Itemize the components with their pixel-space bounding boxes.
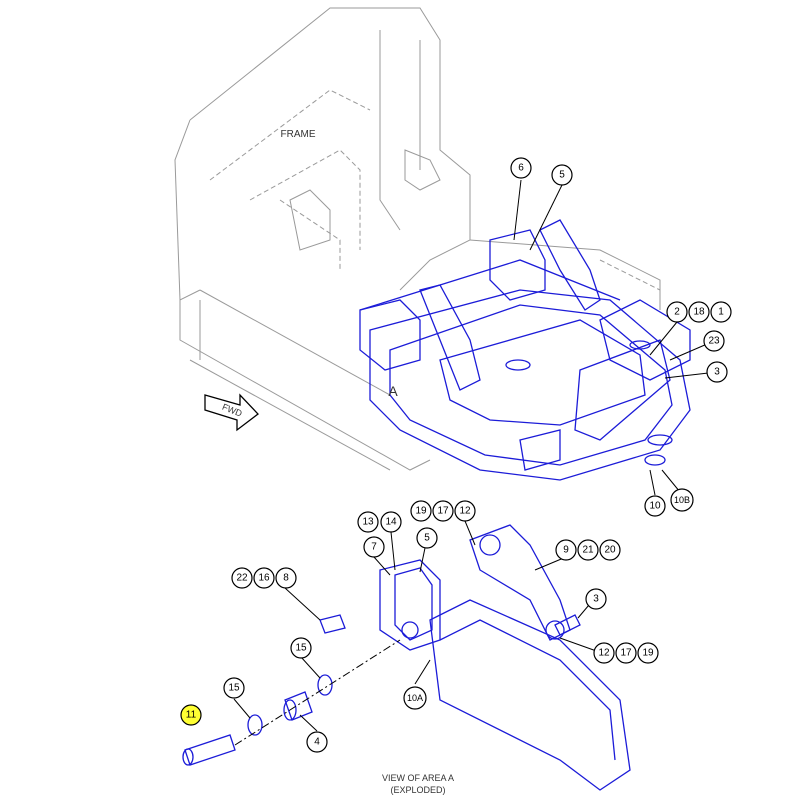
svg-text:19: 19	[642, 648, 654, 659]
svg-text:15: 15	[295, 643, 307, 654]
svg-text:5: 5	[559, 170, 565, 181]
svg-text:2: 2	[674, 307, 680, 318]
svg-text:18: 18	[693, 307, 705, 318]
fwd-arrow: FWD	[204, 393, 259, 432]
svg-text:17: 17	[620, 648, 632, 659]
svg-text:15: 15	[228, 683, 240, 694]
callout-16[interactable]: 16	[253, 567, 275, 589]
svg-text:10B: 10B	[674, 495, 690, 505]
svg-text:19: 19	[415, 506, 427, 517]
svg-text:5: 5	[424, 533, 430, 544]
callout-13[interactable]: 13	[357, 511, 379, 533]
callout-3-view[interactable]: 3	[585, 588, 607, 610]
svg-text:7: 7	[371, 542, 377, 553]
svg-text:6: 6	[518, 163, 524, 174]
svg-text:22: 22	[236, 573, 248, 584]
svg-text:12: 12	[598, 648, 610, 659]
callout-5-top[interactable]: 5	[551, 164, 573, 186]
svg-text:14: 14	[385, 517, 397, 528]
callout-3-top[interactable]: 3	[706, 361, 728, 383]
callout-12-b[interactable]: 12	[593, 642, 615, 664]
callout-10b-top[interactable]: 10B	[670, 488, 694, 512]
svg-text:16: 16	[258, 573, 270, 584]
callout-15-a[interactable]: 15	[290, 637, 312, 659]
upper-assembly	[359, 219, 691, 481]
callout-9[interactable]: 9	[555, 539, 577, 561]
callout-19-b[interactable]: 19	[637, 642, 659, 664]
svg-text:23: 23	[708, 336, 720, 347]
callout-7[interactable]: 7	[363, 536, 385, 558]
svg-text:1: 1	[718, 307, 724, 318]
svg-text:3: 3	[593, 594, 599, 605]
callout-8[interactable]: 8	[275, 567, 297, 589]
svg-text:10A: 10A	[407, 693, 423, 703]
callout-10-top[interactable]: 10	[644, 495, 666, 517]
svg-text:4: 4	[314, 737, 320, 748]
callout-17-a[interactable]: 17	[432, 500, 454, 522]
callout-21[interactable]: 21	[577, 539, 599, 561]
exploded-view	[182, 524, 631, 791]
callout-11[interactable]: 11	[180, 704, 202, 726]
view-title-line2: (EXPLODED)	[390, 785, 445, 795]
callout-6-top[interactable]: 6	[510, 157, 532, 179]
svg-text:12: 12	[459, 506, 471, 517]
callout-20[interactable]: 20	[599, 539, 621, 561]
callout-18-top[interactable]: 18	[688, 301, 710, 323]
frame-label: FRAME	[281, 129, 316, 140]
callout-4[interactable]: 4	[306, 731, 328, 753]
area-label: A	[388, 383, 398, 399]
svg-text:21: 21	[582, 545, 594, 556]
svg-text:10: 10	[649, 501, 661, 512]
frame-outline	[174, 7, 661, 471]
callout-23-top[interactable]: 23	[703, 330, 725, 352]
svg-text:17: 17	[437, 506, 449, 517]
callout-10a[interactable]: 10A	[403, 686, 427, 710]
callout-22[interactable]: 22	[231, 567, 253, 589]
svg-text:13: 13	[362, 517, 374, 528]
callout-1-top[interactable]: 1	[710, 301, 732, 323]
callout-17-b[interactable]: 17	[615, 642, 637, 664]
svg-text:8: 8	[283, 573, 289, 584]
callout-12-a[interactable]: 12	[454, 500, 476, 522]
callout-2-top[interactable]: 2	[666, 301, 688, 323]
callout-15-b[interactable]: 15	[223, 677, 245, 699]
svg-text:9: 9	[563, 545, 569, 556]
svg-text:11: 11	[186, 710, 197, 721]
callout-5-view[interactable]: 5	[416, 527, 438, 549]
svg-text:20: 20	[604, 545, 616, 556]
svg-text:3: 3	[714, 367, 720, 378]
callout-14[interactable]: 14	[380, 511, 402, 533]
callout-19-a[interactable]: 19	[410, 500, 432, 522]
view-title-line1: VIEW OF AREA A	[382, 773, 454, 783]
